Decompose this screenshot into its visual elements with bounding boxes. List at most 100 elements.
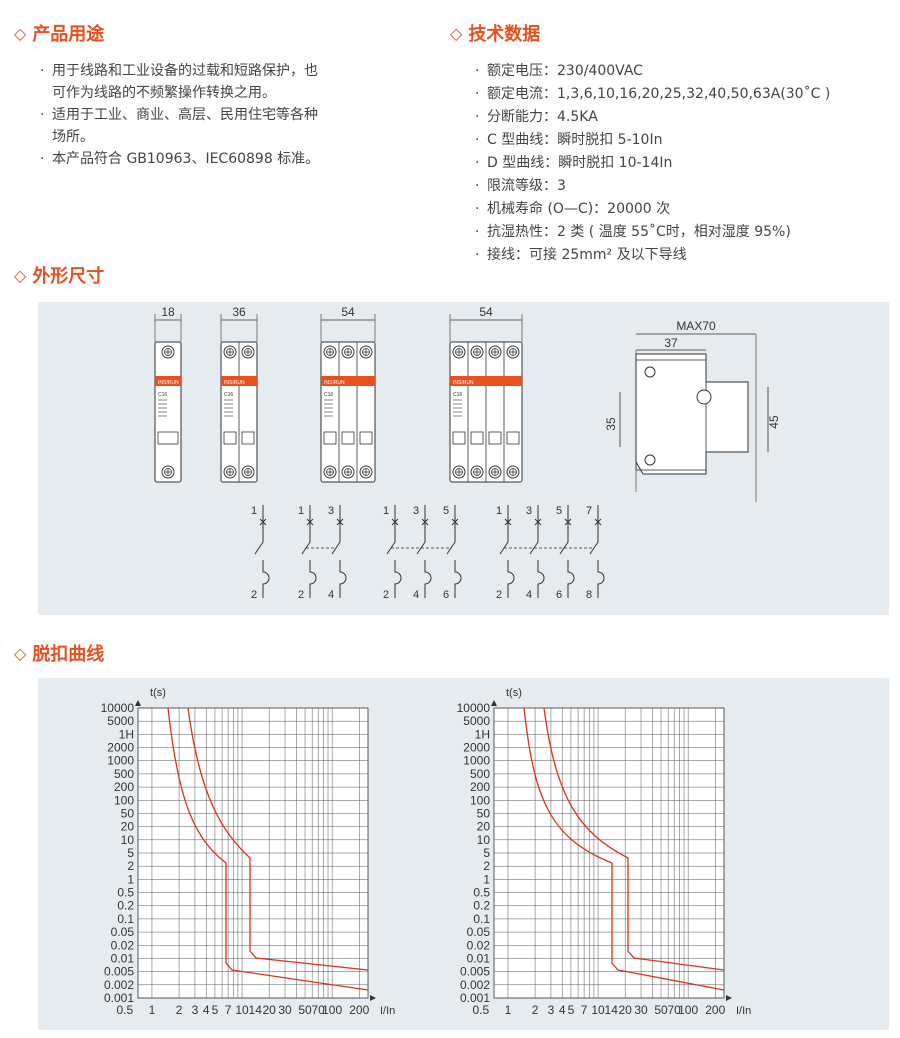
y-tick-label: 0.01 bbox=[467, 951, 491, 965]
y-tick-label: 10 bbox=[121, 833, 135, 847]
terminal-screw-ring bbox=[164, 348, 172, 356]
y-tick-label: 2 bbox=[127, 859, 134, 873]
brand-stripe bbox=[450, 376, 522, 386]
trip-curve-chart: 1000050001H200010005002001005020105210.5… bbox=[101, 687, 396, 1017]
x-tick-label: 4 bbox=[559, 1003, 566, 1017]
tech-title: 技术数据 bbox=[468, 24, 541, 45]
x-tick-label: 2 bbox=[532, 1003, 539, 1017]
width-label: 36 bbox=[232, 305, 246, 319]
terminal-screw-ring bbox=[326, 468, 334, 476]
tech-item: · 额定电压：230/400VAC bbox=[475, 60, 895, 83]
x-tick-label: 1 bbox=[149, 1003, 156, 1017]
trip-curve-upper bbox=[543, 707, 725, 971]
terminal-number-top: 3 bbox=[413, 505, 419, 517]
brand-stripe bbox=[221, 376, 257, 386]
y-tick-label: 0.02 bbox=[111, 938, 135, 952]
tech-item-text: 抗湿热性：2 类 ( 温度 55˚C时，相对湿度 95%) bbox=[487, 224, 791, 240]
terminal-screw-ring bbox=[344, 468, 352, 476]
x-tick-label: 50 bbox=[654, 1003, 668, 1017]
y-tick-label: 1000 bbox=[463, 754, 490, 768]
y-axis-label: t(s) bbox=[506, 687, 522, 699]
bullet-dot: · bbox=[475, 63, 480, 79]
depth-label: 37 bbox=[664, 336, 678, 350]
switch-symbol bbox=[446, 505, 462, 598]
y-tick-label: 0.005 bbox=[104, 965, 134, 979]
switch-symbol bbox=[416, 505, 432, 598]
x-tick-label: 200 bbox=[705, 1003, 725, 1017]
y-tick-label: 2 bbox=[483, 859, 490, 873]
y-tick-label: 1H bbox=[475, 727, 490, 741]
dimensions-drawing: 18INSIRUNC1636INSIRUNC1654INSIRUNC1654IN… bbox=[154, 305, 781, 601]
x-tick-label: 100 bbox=[322, 1003, 342, 1017]
x-tick-label: 3 bbox=[192, 1003, 199, 1017]
y-tick-label: 100 bbox=[114, 793, 134, 807]
terminal-number-bottom: 8 bbox=[586, 589, 592, 601]
bullet-dot: · bbox=[475, 224, 480, 240]
x-tick-label: 70 bbox=[312, 1003, 326, 1017]
diamond-icon: ◇ bbox=[14, 23, 27, 43]
y-tick-label: 1H bbox=[119, 727, 134, 741]
usage-item-text: 场所。 bbox=[52, 129, 94, 145]
brand-stripe bbox=[321, 376, 375, 386]
terminal-number-bottom: 2 bbox=[251, 589, 257, 601]
width-label: 54 bbox=[479, 305, 493, 319]
y-tick-label: 5000 bbox=[463, 714, 490, 728]
rating-label: C16 bbox=[324, 392, 333, 398]
tech-item-text: 限流等级：3 bbox=[487, 178, 566, 194]
wiring-schematic: 12 bbox=[251, 505, 270, 601]
y-tick-label: 0.001 bbox=[460, 991, 490, 1005]
terminal-screw-ring bbox=[509, 348, 517, 356]
y-tick-label: 20 bbox=[121, 820, 135, 834]
x-tick-label: 30 bbox=[278, 1003, 292, 1017]
y-tick-label: 10000 bbox=[101, 701, 135, 715]
terminal-screw-ring bbox=[509, 468, 517, 476]
tech-item: ·接线：可接 25mm² 及以下导线 bbox=[475, 244, 895, 267]
usage-item: ·本产品符合 GB10963、IEC60898 标准。 bbox=[40, 148, 400, 170]
diamond-icon: ◇ bbox=[14, 265, 27, 285]
usage-item: ·适用于工业、商业、高层、民用住宅等各种 bbox=[40, 104, 400, 126]
axis-arrow-icon bbox=[726, 995, 732, 1001]
y-tick-label: 0.005 bbox=[460, 965, 490, 979]
terminal-screw-ring bbox=[491, 468, 499, 476]
brand-label: INSIRUN bbox=[453, 380, 474, 386]
contact-x-icon bbox=[504, 518, 512, 526]
x-tick-label: 10 bbox=[235, 1003, 249, 1017]
x-tick-label: 14 bbox=[605, 1003, 619, 1017]
contact-x-icon bbox=[259, 518, 267, 526]
x-tick-label: 1 bbox=[505, 1003, 512, 1017]
y-tick-label: 1000 bbox=[107, 754, 134, 768]
brand-label: INSIRUN bbox=[158, 380, 179, 386]
trip-curve-upper bbox=[187, 707, 369, 971]
terminal-screw-ring bbox=[326, 348, 334, 356]
terminal-number-top: 1 bbox=[383, 505, 389, 517]
x-tick-label: 70 bbox=[668, 1003, 682, 1017]
x-tick-label: 7 bbox=[581, 1003, 588, 1017]
x-tick-label: 30 bbox=[634, 1003, 648, 1017]
terminal-screw-ring bbox=[226, 348, 234, 356]
trip-curve-chart: 1000050001H200010005002001005020105210.5… bbox=[457, 687, 752, 1017]
bullet-dot: · bbox=[475, 155, 480, 171]
terminal-screw-ring bbox=[455, 468, 463, 476]
toggle-handle bbox=[323, 431, 337, 445]
tech-item-text: D 型曲线：瞬时脱扣 10-14In bbox=[487, 155, 673, 171]
terminal-number-bottom: 2 bbox=[496, 589, 502, 601]
contact-x-icon bbox=[564, 518, 572, 526]
usage-title: 产品用途 bbox=[32, 24, 105, 45]
terminal-screw-ring bbox=[473, 348, 481, 356]
tech-item-text: 额定电流：1,3,6,10,16,20,25,32,40,50,63A(30˚C… bbox=[487, 86, 831, 102]
switch-symbol bbox=[386, 505, 402, 598]
y-tick-label: 0.001 bbox=[104, 991, 134, 1005]
trip-curves-drawing: 1000050001H200010005002001005020105210.5… bbox=[101, 687, 752, 1017]
tech-item-text: 额定电压：230/400VAC bbox=[487, 63, 643, 79]
terminal-screw-ring bbox=[164, 468, 172, 476]
y-tick-label: 20 bbox=[477, 820, 491, 834]
width-label: 54 bbox=[341, 305, 355, 319]
brand-label: INSIRUN bbox=[324, 380, 345, 386]
toggle-handle bbox=[157, 431, 179, 445]
y-tick-label: 100 bbox=[470, 793, 490, 807]
y-tick-label: 0.5 bbox=[473, 886, 490, 900]
